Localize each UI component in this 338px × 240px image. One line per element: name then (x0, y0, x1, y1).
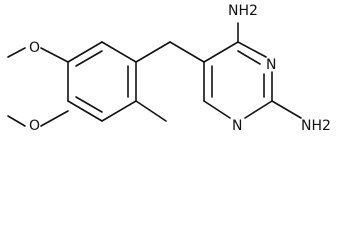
bond-pyrimidine-nh2-bottom (271, 100, 302, 119)
bond-methyl-bottom-o (7, 115, 26, 127)
amine-bottom-label: NH2 (301, 118, 331, 134)
bond-pyrimidine-upper-left (203, 41, 239, 63)
molecule-svg: O O NH2 NH2 N N (7, 3, 331, 134)
bond-o-bottom-ring (40, 110, 69, 127)
bond-pyrimidine-upper-right (237, 41, 267, 58)
ring-nitrogen-top-label: N (266, 57, 276, 73)
oxygen-top-label: O (29, 40, 40, 56)
bond-pyrimidine-lower-right (244, 100, 273, 119)
amine-top-label: NH2 (228, 3, 258, 19)
bond-pyrimidine-bottom-left (203, 100, 231, 119)
bond-methyl-top-o (7, 47, 26, 58)
bond-benzene-bottom (67, 100, 103, 122)
bond-benzene-upper-right (101, 41, 137, 63)
molecule-structure: O O NH2 NH2 N N (7, 3, 331, 134)
bond-benzene-lower-right (101, 100, 137, 122)
bond-benzene-double-bottom (75, 96, 103, 113)
bond-ch2-pyrimidine (169, 41, 205, 63)
bond-benzene-methyl (135, 100, 167, 122)
bond-pyrimidine-double-top (237, 50, 261, 65)
bond-benzene-double-top (75, 50, 103, 67)
bond-benzene-top (67, 41, 103, 63)
bond-o-top-ring (40, 47, 69, 63)
ring-nitrogen-bottom-label: N (232, 118, 242, 134)
oxygen-bottom-label: O (29, 118, 40, 134)
bond-benzene-ch2 (135, 41, 171, 63)
